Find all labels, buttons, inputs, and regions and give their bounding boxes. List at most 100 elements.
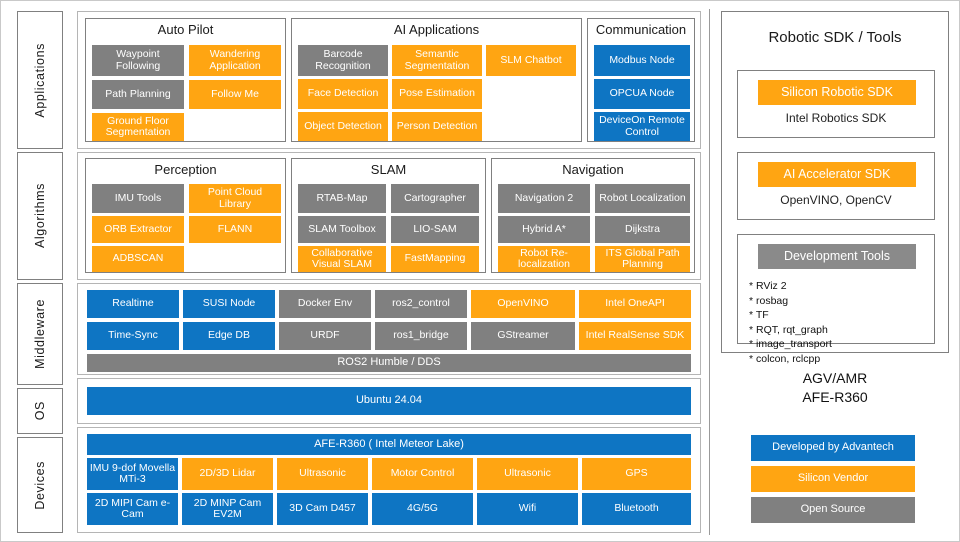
middleware-row: Realtime SUSI Node Docker Env ros2_contr… <box>77 283 701 375</box>
layer-tab-os-label: OS <box>33 401 47 421</box>
tool-image-transport: * image_transport <box>749 338 832 350</box>
product-name: AGV/AMR AFE-R360 <box>721 369 949 407</box>
group-ai-applications-title: AI Applications <box>393 22 480 37</box>
chip-navigation-2[interactable]: Navigation 2 <box>498 184 590 213</box>
legend: Developed by Advantech Silicon Vendor Op… <box>751 435 915 528</box>
layer-tab-applications[interactable]: Applications <box>17 11 63 149</box>
card-ai-accelerator-sdk-header: AI Accelerator SDK <box>758 162 916 187</box>
chip-ultrasonic-2[interactable]: Ultrasonic <box>477 458 578 490</box>
development-tools-col-1: * RViz 2 * rosbag * TF <box>749 279 823 323</box>
chip-ros2-humble-dds[interactable]: ROS2 Humble / DDS <box>87 354 691 372</box>
tool-tf: * TF <box>749 309 769 321</box>
chip-ground-floor-segmentation[interactable]: Ground Floor Segmentation <box>92 113 184 141</box>
chip-time-sync[interactable]: Time-Sync <box>87 322 179 350</box>
robotic-sdk-panel-title: Robotic SDK / Tools <box>768 29 902 46</box>
product-name-line1: AGV/AMR <box>802 370 868 386</box>
chip-urdf[interactable]: URDF <box>279 322 371 350</box>
chip-robot-localization[interactable]: Robot Localization <box>595 184 690 213</box>
chip-afe-r360-platform[interactable]: AFE-R360 ( Intel Meteor Lake) <box>87 434 691 455</box>
chip-openvino[interactable]: OpenVINO <box>471 290 575 318</box>
chip-robot-re-localization[interactable]: Robot Re-localization <box>498 246 590 272</box>
tool-rviz2: * RViz 2 <box>749 280 787 292</box>
development-tools-col-2: * RQT, rqt_graph * image_transport * col… <box>749 323 859 367</box>
group-auto-pilot-title: Auto Pilot <box>157 22 214 37</box>
layer-tab-devices[interactable]: Devices <box>17 437 63 533</box>
chip-ubuntu[interactable]: Ubuntu 24.04 <box>87 387 691 415</box>
chip-flann[interactable]: FLANN <box>189 216 281 243</box>
group-slam: SLAM RTAB-Map Cartographer SLAM Toolbox … <box>291 158 486 273</box>
chip-dijkstra[interactable]: Dijkstra <box>595 216 690 243</box>
chip-intel-realsense-sdk[interactable]: Intel RealSense SDK <box>579 322 691 350</box>
chip-ros2-control[interactable]: ros2_control <box>375 290 467 318</box>
chip-slm-chatbot[interactable]: SLM Chatbot <box>486 45 576 76</box>
card-silicon-robotic-sdk-sub: Intel Robotics SDK <box>785 111 887 125</box>
layer-tab-middleware[interactable]: Middleware <box>17 283 63 385</box>
chip-orb-extractor[interactable]: ORB Extractor <box>92 216 184 243</box>
chip-follow-me[interactable]: Follow Me <box>189 80 281 109</box>
card-development-tools-header: Development Tools <box>758 244 916 269</box>
card-development-tools[interactable]: Development Tools * RViz 2 * rosbag * TF… <box>737 234 935 365</box>
chip-wandering-application[interactable]: Wandering Application <box>189 45 281 76</box>
group-communication: Communication Modbus Node OPCUA Node Dev… <box>587 18 695 142</box>
chip-imu-9dof[interactable]: IMU 9-dof Movella MTi-3 <box>87 458 178 490</box>
chip-imu-tools[interactable]: IMU Tools <box>92 184 184 213</box>
group-communication-title: Communication <box>595 22 687 37</box>
chip-ultrasonic-1[interactable]: Ultrasonic <box>277 458 368 490</box>
chip-opcua-node[interactable]: OPCUA Node <box>594 79 690 109</box>
chip-person-detection[interactable]: Person Detection <box>392 112 482 141</box>
development-tools-list: * RViz 2 * rosbag * TF * RQT, rqt_graph … <box>749 279 928 366</box>
chip-hybrid-a-star[interactable]: Hybrid A* <box>498 216 590 243</box>
chip-lio-sam[interactable]: LIO-SAM <box>391 216 479 243</box>
chip-motor-control[interactable]: Motor Control <box>372 458 473 490</box>
chip-2d-3d-lidar[interactable]: 2D/3D Lidar <box>182 458 273 490</box>
os-row: Ubuntu 24.04 <box>77 378 701 424</box>
chip-intel-oneapi[interactable]: Intel OneAPI <box>579 290 691 318</box>
chip-path-planning[interactable]: Path Planning <box>92 80 184 109</box>
tool-colcon-rclcpp: * colcon, rclcpp <box>749 352 821 365</box>
chip-4g-5g[interactable]: 4G/5G <box>372 493 473 525</box>
chip-cartographer[interactable]: Cartographer <box>391 184 479 213</box>
layer-tab-applications-label: Applications <box>33 42 47 118</box>
card-silicon-robotic-sdk-header: Silicon Robotic SDK <box>758 80 916 105</box>
layer-tab-column: Applications Algorithms Middleware OS De… <box>11 11 73 533</box>
group-navigation-title: Navigation <box>562 162 624 177</box>
chip-fastmapping[interactable]: FastMapping <box>391 246 479 272</box>
chip-2d-minp-cam[interactable]: 2D MINP Cam EV2M <box>182 493 273 525</box>
layer-tab-algorithms[interactable]: Algorithms <box>17 152 63 280</box>
chip-face-detection[interactable]: Face Detection <box>298 79 388 109</box>
chip-adbscan[interactable]: ADBSCAN <box>92 246 184 272</box>
chip-barcode-recognition[interactable]: Barcode Recognition <box>298 45 388 76</box>
algorithms-row: Perception IMU Tools Point Cloud Library… <box>77 152 701 280</box>
legend-item-silicon-vendor: Silicon Vendor <box>751 466 915 492</box>
chip-3d-cam-d457[interactable]: 3D Cam D457 <box>277 493 368 525</box>
chip-rtab-map[interactable]: RTAB-Map <box>298 184 386 213</box>
group-perception: Perception IMU Tools Point Cloud Library… <box>85 158 286 273</box>
chip-semantic-segmentation[interactable]: Semantic Segmentation <box>392 45 482 76</box>
chip-realtime[interactable]: Realtime <box>87 290 179 318</box>
chip-bluetooth[interactable]: Bluetooth <box>582 493 691 525</box>
chip-pose-estimation[interactable]: Pose Estimation <box>392 79 482 109</box>
chip-susi-node[interactable]: SUSI Node <box>183 290 275 318</box>
chip-2d-mipi-cam[interactable]: 2D MIPI Cam e-Cam <box>87 493 178 525</box>
chip-edge-db[interactable]: Edge DB <box>183 322 275 350</box>
card-ai-accelerator-sdk[interactable]: AI Accelerator SDK OpenVINO, OpenCV <box>737 152 935 220</box>
chip-its-global-path-planning[interactable]: ITS Global Path Planning <box>595 246 690 272</box>
chip-wifi[interactable]: Wifi <box>477 493 578 525</box>
chip-slam-toolbox[interactable]: SLAM Toolbox <box>298 216 386 243</box>
chip-gps[interactable]: GPS <box>582 458 691 490</box>
chip-modbus-node[interactable]: Modbus Node <box>594 45 690 76</box>
chip-ros1-bridge[interactable]: ros1_bridge <box>375 322 467 350</box>
layer-tab-devices-label: Devices <box>33 460 47 510</box>
chip-collaborative-visual-slam[interactable]: Collaborative Visual SLAM <box>298 246 386 272</box>
robotic-sdk-panel: Robotic SDK / Tools Silicon Robotic SDK … <box>721 11 949 365</box>
product-name-line2: AFE-R360 <box>802 389 868 405</box>
chip-deviceon-remote-control[interactable]: DeviceOn Remote Control <box>594 112 690 141</box>
chip-waypoint-following[interactable]: Waypoint Following <box>92 45 184 76</box>
layer-tab-os[interactable]: OS <box>17 388 63 434</box>
chip-gstreamer[interactable]: GStreamer <box>471 322 575 350</box>
chip-point-cloud-library[interactable]: Point Cloud Library <box>189 184 281 213</box>
chip-docker-env[interactable]: Docker Env <box>279 290 371 318</box>
chip-object-detection[interactable]: Object Detection <box>298 112 388 141</box>
card-silicon-robotic-sdk[interactable]: Silicon Robotic SDK Intel Robotics SDK <box>737 70 935 138</box>
tool-rqt: * RQT, rqt_graph <box>749 323 828 336</box>
